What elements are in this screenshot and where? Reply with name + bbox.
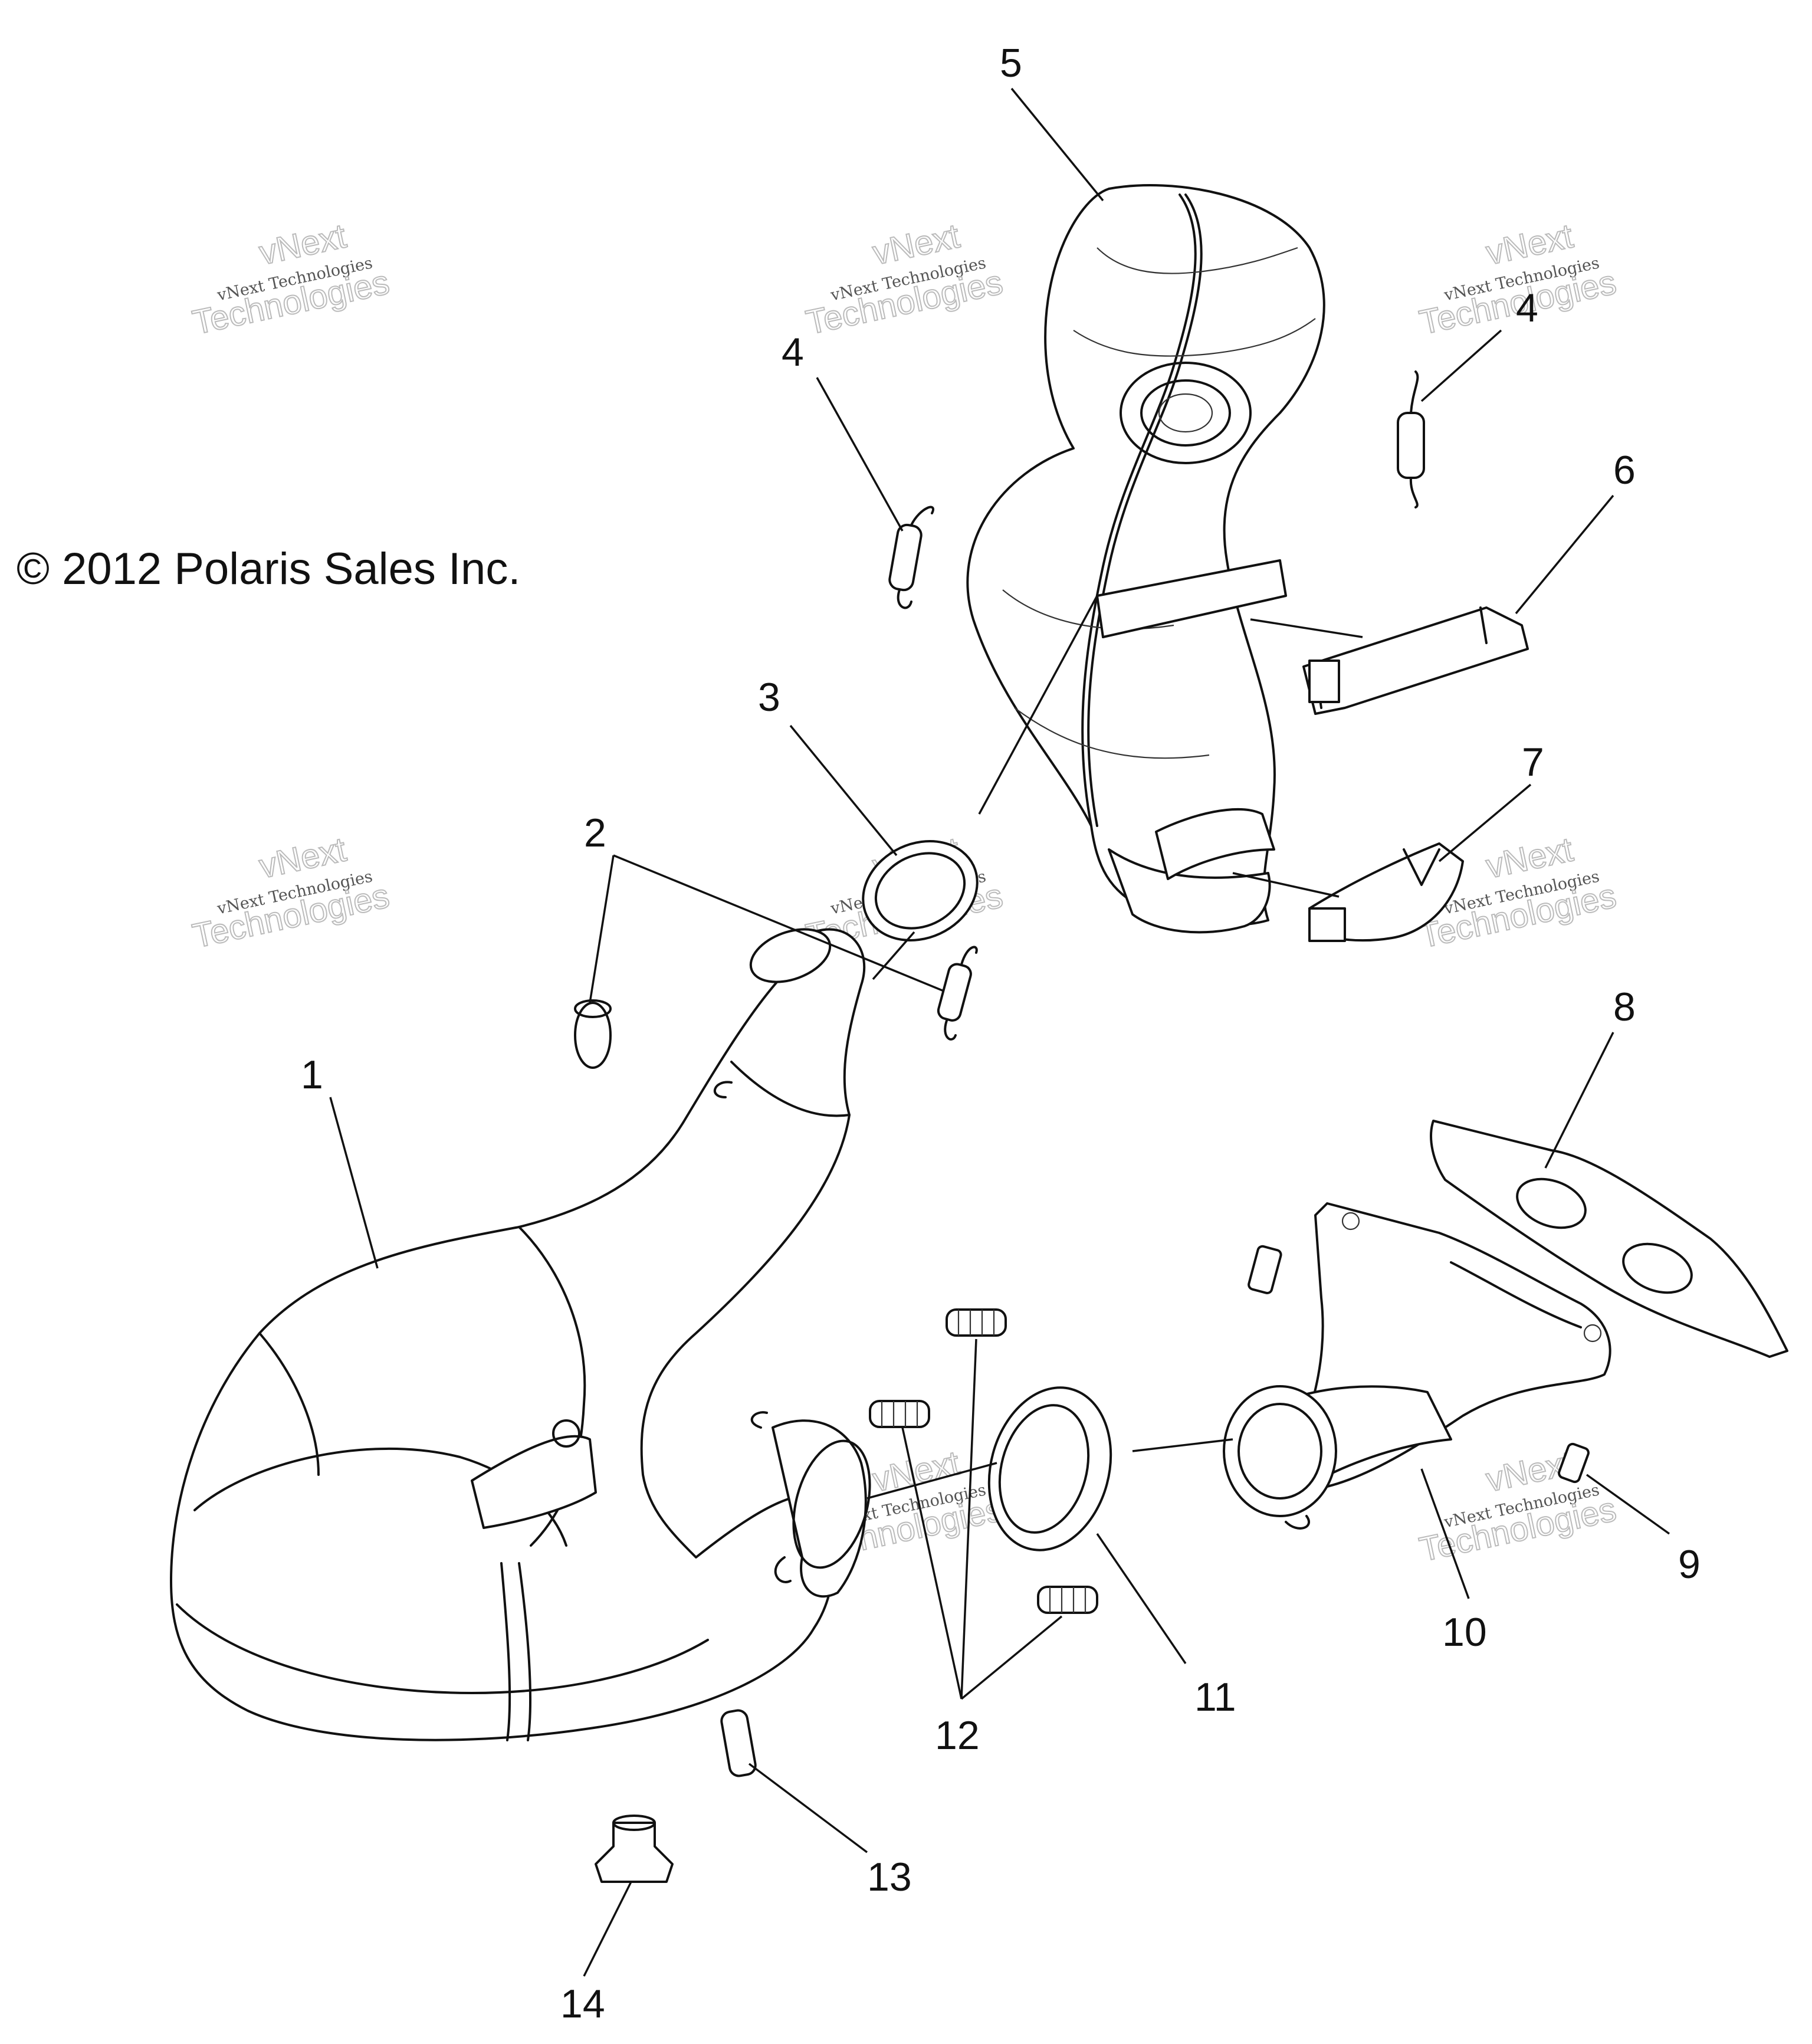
leader-11c [866, 1462, 997, 1500]
leader-13 [748, 1763, 868, 1853]
leader-1 [329, 1097, 379, 1269]
callout-14: 14 [560, 1981, 605, 2026]
callout-8: 8 [1613, 985, 1636, 1029]
part-7-lower-bracket [1308, 842, 1464, 942]
callout-7: 7 [1522, 740, 1544, 785]
part-12-spring-bottom [1037, 1586, 1098, 1614]
callout-4a: 4 [782, 330, 804, 375]
part-11-exhaust-seal [987, 1386, 1112, 1551]
part-1-expansion-chamber [170, 928, 871, 1741]
leader-11b [1132, 1438, 1233, 1452]
leader-12c [960, 1615, 1063, 1700]
part-14-drain-plug [595, 1815, 674, 1883]
callout-10: 10 [1442, 1610, 1487, 1655]
callout-13: 13 [867, 1855, 912, 1899]
leader-14 [583, 1881, 632, 1977]
callout-1: 1 [301, 1052, 323, 1097]
part-6-hanger-bracket [1302, 606, 1529, 715]
part-9-bolt-lower [1558, 1442, 1590, 1484]
callout-labels: 5 4 4 6 7 3 2 1 8 9 10 11 12 13 14 [301, 41, 1701, 2026]
leader-4b [1420, 329, 1502, 402]
copyright-text: © 2012 Polaris Sales Inc. [17, 544, 520, 594]
leader-7a [1438, 783, 1532, 862]
leader-3c [872, 931, 915, 980]
leader-3 [789, 724, 898, 857]
watermark: vNext vNext Technologies Technologies [802, 216, 1007, 342]
callout-6: 6 [1613, 448, 1636, 493]
leader-11a [1096, 1533, 1187, 1664]
leader-6b [1250, 618, 1363, 638]
leader-3b [978, 595, 1098, 815]
callout-12: 12 [935, 1713, 980, 1758]
part-2-spring [937, 946, 978, 1041]
part-2-grommet [574, 999, 612, 1069]
leader-8 [1544, 1032, 1614, 1169]
callout-5: 5 [1000, 41, 1022, 86]
leader-12b [901, 1427, 963, 1699]
leader-2a [589, 855, 615, 1003]
leader-7b [1232, 872, 1340, 898]
leader-10 [1420, 1468, 1470, 1599]
leader-5 [1010, 87, 1104, 202]
leader-6a [1515, 494, 1614, 615]
leader-9 [1586, 1474, 1670, 1535]
part-12-spring-top [946, 1308, 1007, 1337]
part-4-spring-left [888, 506, 934, 609]
part-5-heat-shield [966, 184, 1325, 934]
part-10-exhaust-manifold [1223, 1202, 1611, 1530]
watermark: vNext vNext Technologies Technologies [1416, 216, 1620, 342]
leader-lines [329, 87, 1670, 1977]
part-3-seal-ring [862, 840, 979, 941]
watermark: vNext vNext Technologies Technologies [189, 216, 393, 342]
leader-2b [613, 854, 944, 992]
part-12-spring-left [869, 1400, 930, 1428]
part-13-spring [720, 1709, 757, 1777]
watermark: vNext vNext Technologies Technologies [189, 829, 393, 956]
leader-12a [960, 1338, 977, 1699]
part-9-bolt-upper [1248, 1245, 1282, 1295]
callout-4b: 4 [1516, 286, 1538, 330]
leader-4a [816, 377, 904, 531]
callout-2: 2 [584, 811, 606, 855]
part-4-spring-right [1397, 370, 1425, 508]
callout-11: 11 [1194, 1675, 1236, 1720]
callout-3: 3 [758, 675, 780, 720]
callout-9: 9 [1678, 1542, 1701, 1587]
part-8-gasket [1430, 1120, 1788, 1358]
